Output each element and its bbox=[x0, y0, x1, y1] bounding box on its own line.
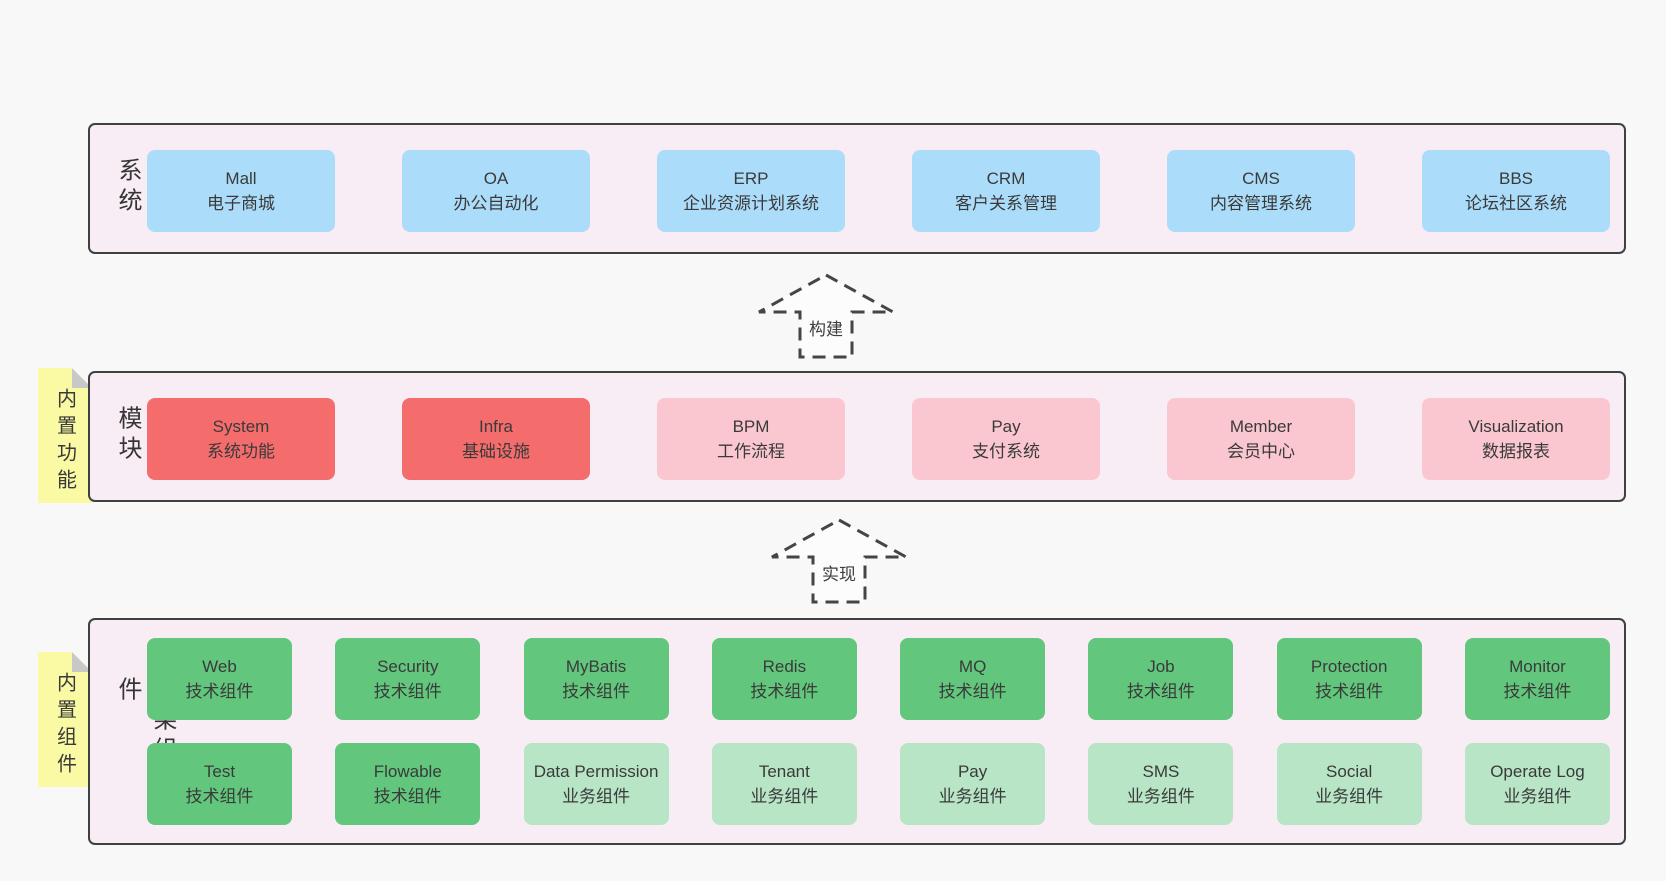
module-name: Protection bbox=[1310, 656, 1388, 676]
module-box-mybatis: MyBatis 技术组件 bbox=[523, 638, 669, 720]
module-name: MQ bbox=[958, 656, 987, 676]
module-box-pay: Pay 支付系统 bbox=[912, 398, 1100, 480]
band-common-modules: 通用模块 System系统功能Infra基础设施BPM工作流程Pay支付系统Me… bbox=[88, 371, 1626, 502]
module-box-monitor: Monitor 技术组件 bbox=[1464, 638, 1610, 720]
module-desc: 业务组件 bbox=[562, 787, 631, 806]
module-desc: 系统功能 bbox=[207, 442, 275, 461]
sticky-note-label: 内置组件 bbox=[53, 672, 76, 780]
module-desc: 企业资源计划系统 bbox=[683, 194, 819, 213]
module-box-tenant: Tenant 业务组件 bbox=[711, 743, 857, 825]
module-desc: 业务组件 bbox=[1126, 787, 1195, 806]
module-name: CMS bbox=[1242, 168, 1280, 188]
module-desc: 业务组件 bbox=[938, 787, 1007, 806]
module-name: System bbox=[212, 416, 270, 436]
module-box-web: Web 技术组件 bbox=[147, 638, 292, 720]
module-box-cms: CMS 内容管理系统 bbox=[1167, 150, 1355, 232]
module-name: Social bbox=[1326, 761, 1373, 781]
module-box-system: System 系统功能 bbox=[147, 398, 335, 480]
module-name: Test bbox=[203, 761, 236, 781]
sticky-note-builtin-components: 内置组件 bbox=[38, 652, 92, 787]
module-desc: 技术组件 bbox=[938, 682, 1007, 701]
module-name: Web bbox=[202, 656, 237, 676]
module-name: Monitor bbox=[1509, 656, 1566, 676]
module-name: SMS bbox=[1142, 761, 1180, 781]
module-box-operate-log: Operate Log 业务组件 bbox=[1464, 743, 1610, 825]
module-desc: 客户关系管理 bbox=[955, 194, 1057, 213]
module-name: Data Permission bbox=[533, 761, 659, 781]
module-box-crm: CRM 客户关系管理 bbox=[912, 150, 1100, 232]
module-desc: 技术组件 bbox=[1126, 682, 1195, 701]
module-desc: 技术组件 bbox=[185, 787, 254, 806]
module-box-redis: Redis 技术组件 bbox=[711, 638, 857, 720]
module-name: OA bbox=[483, 168, 509, 188]
module-box-social: Social 业务组件 bbox=[1276, 743, 1422, 825]
module-name: Mall bbox=[225, 168, 257, 188]
module-desc: 技术组件 bbox=[750, 682, 819, 701]
build-arrow-label: 构建 bbox=[809, 320, 843, 339]
business-systems-row: Mall 电子商城 OA 办公自动化 ERP 企业资源计划系统 CRM 客户关系管理 CMS 内容… bbox=[147, 150, 1610, 232]
module-box-job: Job 技术组件 bbox=[1088, 638, 1234, 720]
module-name: Pay bbox=[957, 761, 988, 781]
module-box-data-permission: Data Permission 业务组件 bbox=[523, 743, 669, 825]
module-name: Security bbox=[377, 656, 439, 676]
module-desc: 数据报表 bbox=[1482, 442, 1550, 461]
module-desc: 论坛社区系统 bbox=[1465, 194, 1567, 213]
module-name: ERP bbox=[733, 168, 769, 188]
module-name: Operate Log bbox=[1490, 761, 1585, 781]
module-box-mall: Mall 电子商城 bbox=[147, 150, 335, 232]
module-desc: 办公自动化 bbox=[453, 194, 539, 213]
module-box-flowable: Flowable 技术组件 bbox=[335, 743, 481, 825]
module-desc: 业务组件 bbox=[1503, 787, 1572, 806]
module-name: Job bbox=[1147, 656, 1175, 676]
module-desc: 业务组件 bbox=[750, 787, 819, 806]
module-box-member: Member 会员中心 bbox=[1167, 398, 1355, 480]
module-box-mq: MQ 技术组件 bbox=[900, 638, 1046, 720]
module-box-pay: Pay 业务组件 bbox=[900, 743, 1046, 825]
module-name: BPM bbox=[732, 416, 770, 436]
module-name: Tenant bbox=[758, 761, 810, 781]
module-name: CRM bbox=[986, 168, 1026, 188]
module-name: Visualization bbox=[1468, 416, 1564, 436]
band-business-systems: 业务系统 Mall电子商城OA办公自动化ERP企业资源计划系统CRM客户关系管理… bbox=[88, 123, 1626, 254]
module-desc: 支付系统 bbox=[972, 442, 1040, 461]
module-name: Pay bbox=[991, 416, 1021, 436]
module-desc: 技术组件 bbox=[562, 682, 631, 701]
module-desc: 技术组件 bbox=[1315, 682, 1384, 701]
module-desc: 技术组件 bbox=[373, 787, 442, 806]
module-desc: 技术组件 bbox=[373, 682, 442, 701]
module-name: MyBatis bbox=[565, 656, 627, 676]
module-box-test: Test 技术组件 bbox=[147, 743, 292, 825]
module-name: Redis bbox=[762, 656, 807, 676]
module-box-security: Security 技术组件 bbox=[335, 638, 481, 720]
module-desc: 业务组件 bbox=[1315, 787, 1384, 806]
module-desc: 技术组件 bbox=[1503, 682, 1572, 701]
module-name: BBS bbox=[1498, 168, 1534, 188]
module-desc: 工作流程 bbox=[717, 442, 785, 461]
module-name: Infra bbox=[478, 416, 514, 436]
module-box-visualization: Visualization 数据报表 bbox=[1422, 398, 1610, 480]
module-desc: 电子商城 bbox=[207, 194, 275, 213]
module-box-oa: OA 办公自动化 bbox=[402, 150, 590, 232]
module-desc: 会员中心 bbox=[1227, 442, 1295, 461]
module-box-bpm: BPM 工作流程 bbox=[657, 398, 845, 480]
common-modules-row: System 系统功能 Infra 基础设施 BPM 工作流程 Pay 支付系统 Member 会… bbox=[147, 398, 1610, 480]
module-desc: 内容管理系统 bbox=[1210, 194, 1312, 213]
module-name: Flowable bbox=[373, 761, 442, 781]
module-box-infra: Infra 基础设施 bbox=[402, 398, 590, 480]
build-arrow-icon: 构建 bbox=[758, 273, 894, 359]
sticky-note-label: 内置功能 bbox=[53, 388, 76, 496]
sticky-note-builtin-features: 内置功能 bbox=[38, 368, 92, 503]
module-box-bbs: BBS 论坛社区系统 bbox=[1422, 150, 1610, 232]
module-box-sms: SMS 业务组件 bbox=[1088, 743, 1234, 825]
module-name: Member bbox=[1229, 416, 1293, 436]
module-desc: 技术组件 bbox=[185, 682, 254, 701]
implement-arrow-icon: 实现 bbox=[771, 518, 907, 604]
module-desc: 基础设施 bbox=[462, 442, 530, 461]
module-box-erp: ERP 企业资源计划系统 bbox=[657, 150, 845, 232]
implement-arrow-label: 实现 bbox=[822, 565, 856, 584]
module-box-protection: Protection 技术组件 bbox=[1276, 638, 1422, 720]
